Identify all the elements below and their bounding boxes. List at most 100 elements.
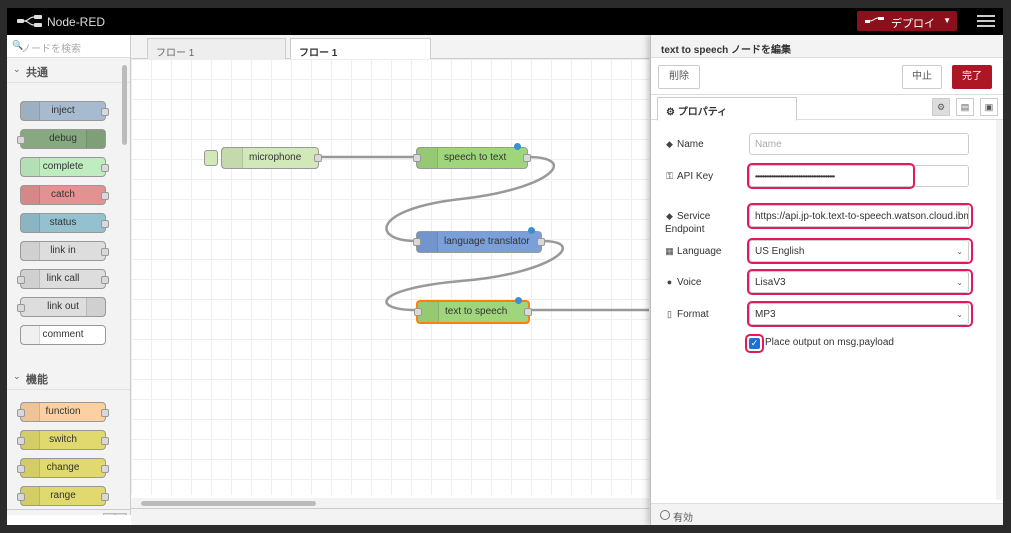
palette-node-debug[interactable]: debug xyxy=(17,129,106,149)
flow-node-speech-to-text[interactable]: speech to text xyxy=(413,143,531,169)
format-select[interactable]: MP3⌄ xyxy=(749,303,969,325)
file-icon: ▯ xyxy=(667,309,672,319)
node-red-window: Node-RED デプロイ ▼ 🔍 ノードを検索 ⌄ 共通 inject deb… xyxy=(7,8,1003,525)
format-label: Format xyxy=(677,309,709,320)
workspace-footer xyxy=(131,508,649,525)
node-editor-panel: text to speech ノードを編集 削除 中止 完了 ⚙ プロパティ ⚙… xyxy=(650,35,1003,525)
tab-flow-1[interactable]: フロー 1 xyxy=(147,38,286,59)
palette-node-catch[interactable]: catch xyxy=(20,185,109,205)
palette-node-comment[interactable]: comment xyxy=(20,325,106,345)
voice-select[interactable]: LisaV3 ⌄ xyxy=(749,271,969,293)
palette-node-range[interactable]: range xyxy=(17,486,109,506)
category-common[interactable]: ⌄ 共通 xyxy=(7,58,130,83)
output-port[interactable] xyxy=(524,308,532,316)
editor-scrollbar[interactable] xyxy=(996,120,1002,500)
settings-gear-icon[interactable]: ⚙ xyxy=(932,98,950,116)
editor-tabs: ⚙ プロパティ ⚙ ▤ ▣ xyxy=(651,95,1003,121)
wire[interactable] xyxy=(385,239,564,312)
input-port xyxy=(17,493,25,501)
tab-properties[interactable]: ⚙ プロパティ xyxy=(657,97,797,121)
switch-icon xyxy=(21,431,40,449)
canvas-scrollbar[interactable] xyxy=(131,498,649,508)
language-select[interactable]: US English⌄ xyxy=(749,240,969,262)
output-port xyxy=(101,220,109,228)
enabled-toggle-label[interactable]: 有効 xyxy=(673,513,693,524)
editor-title: text to speech ノードを編集 xyxy=(661,45,792,56)
output-port[interactable] xyxy=(523,154,531,162)
chevron-down-icon: ⌄ xyxy=(956,278,963,287)
input-port xyxy=(17,465,25,473)
circle-icon[interactable] xyxy=(660,510,670,520)
node-red-logo-icon xyxy=(17,15,42,27)
input-port xyxy=(17,437,25,445)
palette-node-link-out[interactable]: link out xyxy=(17,297,106,317)
highlight-box xyxy=(747,163,915,189)
palette-node-complete[interactable]: complete xyxy=(20,157,109,177)
arrow-icon xyxy=(21,102,40,120)
collapse-up-icon[interactable]: ▲ xyxy=(103,513,115,515)
collapse-down-icon[interactable]: ▼ xyxy=(115,513,127,515)
language-icon: ▦ xyxy=(665,246,674,256)
palette-node-inject[interactable]: inject xyxy=(20,101,109,121)
range-icon xyxy=(21,487,40,505)
node-palette: 🔍 ノードを検索 ⌄ 共通 inject debug complete catc… xyxy=(7,35,131,515)
caret-down-icon[interactable]: ▼ xyxy=(943,16,951,25)
category-function[interactable]: ⌄ 機能 xyxy=(7,365,130,390)
palette-node-status[interactable]: status xyxy=(20,213,109,233)
voice-value: LisaV3 xyxy=(755,277,786,288)
cancel-button[interactable]: 中止 xyxy=(902,65,942,89)
scroll-thumb[interactable] xyxy=(141,501,316,506)
name-input[interactable]: Name xyxy=(749,133,969,155)
input-port xyxy=(17,409,25,417)
endpoint-label: Service Endpoint xyxy=(665,211,711,235)
palette-node-change[interactable]: change xyxy=(17,458,109,478)
palette-node-switch[interactable]: switch xyxy=(17,430,109,450)
payload-checkbox[interactable]: ✓ xyxy=(749,338,760,349)
translate-icon xyxy=(417,232,438,252)
palette-footer: ▲ ▼ xyxy=(7,509,130,515)
flow-canvas[interactable]: microphone speech to text language trans… xyxy=(131,59,649,495)
output-port xyxy=(101,437,109,445)
chevron-down-icon: ⌄ xyxy=(956,247,963,256)
app-title: Node-RED xyxy=(47,15,106,29)
language-label: Language xyxy=(677,246,722,257)
palette-scrollbar[interactable] xyxy=(122,65,127,145)
input-port xyxy=(17,276,25,284)
link-arrow-icon xyxy=(21,242,40,260)
palette-node-link-call[interactable]: link call xyxy=(17,269,109,289)
deploy-button[interactable]: デプロイ ▼ xyxy=(857,11,957,31)
input-port[interactable] xyxy=(414,308,422,316)
palette-node-link-in[interactable]: link in xyxy=(20,241,109,261)
input-port[interactable] xyxy=(413,154,421,162)
payload-label: Place output on msg.payload xyxy=(765,337,894,348)
done-button[interactable]: 完了 xyxy=(952,65,992,89)
flow-node-microphone[interactable]: microphone xyxy=(204,147,322,169)
highlight-box xyxy=(747,269,973,295)
exclamation-icon xyxy=(21,186,40,204)
wire[interactable] xyxy=(385,155,556,243)
input-port[interactable] xyxy=(413,238,421,246)
appearance-icon[interactable]: ▣ xyxy=(980,98,998,116)
node-button[interactable] xyxy=(204,150,218,166)
hamburger-menu-icon[interactable] xyxy=(977,12,995,30)
output-port[interactable] xyxy=(537,238,545,246)
highlight-box xyxy=(745,334,764,353)
tab-flow-1-active[interactable]: フロー 1 xyxy=(290,38,431,60)
input-port xyxy=(17,304,25,312)
gear-icon: ⚙ xyxy=(666,107,675,118)
link-arrow-icon xyxy=(86,298,105,316)
chevron-down-icon: ⌄ xyxy=(13,371,21,381)
output-port[interactable] xyxy=(314,154,322,162)
palette-node-function[interactable]: function xyxy=(17,402,109,422)
tag-icon: ◆ xyxy=(666,211,673,221)
palette-search[interactable]: 🔍 ノードを検索 xyxy=(7,35,130,58)
delete-button[interactable]: 削除 xyxy=(658,65,700,89)
key-icon: ⚿ xyxy=(666,171,673,181)
endpoint-input[interactable]: https://api.jp-tok.text-to-speech.watson… xyxy=(749,205,969,227)
flow-node-text-to-speech[interactable]: text to speech xyxy=(414,297,532,324)
description-icon[interactable]: ▤ xyxy=(956,98,974,116)
app-header: Node-RED デプロイ ▼ xyxy=(7,8,1003,35)
flow-node-language-translator[interactable]: language translator xyxy=(413,227,545,253)
status-dot xyxy=(515,297,522,304)
chevron-down-icon: ⌄ xyxy=(13,64,21,74)
